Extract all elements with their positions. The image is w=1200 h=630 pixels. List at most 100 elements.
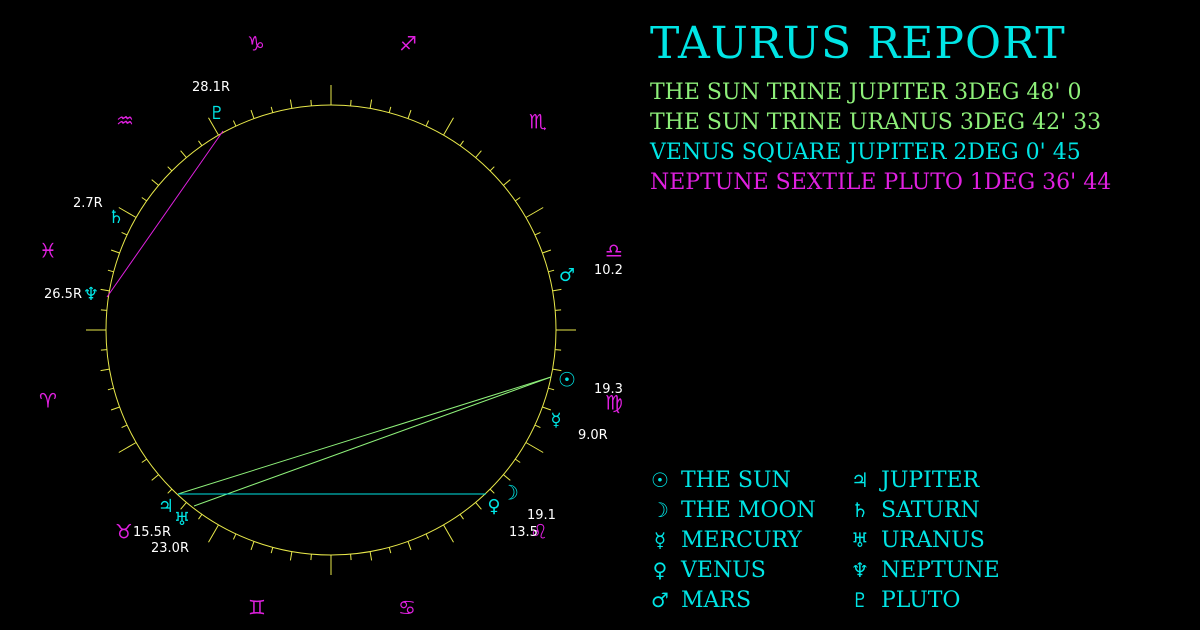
minor-degree-tick: [475, 502, 482, 510]
minor-degree-tick: [407, 541, 412, 551]
minor-degree-tick: [232, 533, 237, 540]
minor-degree-tick: [270, 547, 274, 554]
degree-ticks: [86, 85, 576, 575]
minor-degree-tick: [369, 99, 373, 109]
aspect-line-sun-uranus: [193, 376, 552, 507]
legend-label: MERCURY: [681, 528, 802, 553]
minor-degree-tick: [548, 387, 555, 391]
minor-degree-tick: [534, 231, 541, 236]
capricorn-sign-icon: ♑: [247, 32, 265, 56]
aspect-item: NEPTUNE SEXTILE PLUTO 1DEG 36' 44: [650, 170, 1112, 195]
minor-degree-tick: [198, 514, 203, 520]
minor-degree-tick: [515, 458, 521, 463]
minor-degree-tick: [110, 249, 120, 254]
major-degree-tick: [525, 442, 544, 453]
legend-label: PLUTO: [881, 588, 961, 613]
sun-icon: ☉: [558, 368, 576, 392]
taurus-sign-icon: ♉: [115, 520, 133, 544]
scorpio-sign-icon: ♏: [529, 110, 547, 134]
report-title: TAURUS REPORT: [650, 18, 1066, 69]
saturn-icon: ♄: [851, 498, 869, 522]
chart-ring: [105, 104, 557, 556]
minor-degree-tick: [167, 488, 173, 494]
legend-label: SATURN: [881, 498, 980, 523]
minor-degree-tick: [555, 349, 562, 351]
minor-degree-tick: [151, 474, 159, 481]
legend-label: VENUS: [681, 558, 766, 583]
venus-degree-label: 13.5: [509, 525, 538, 540]
minor-degree-tick: [388, 106, 392, 113]
minor-degree-tick: [425, 120, 430, 127]
minor-degree-tick: [270, 106, 274, 113]
pluto-degree-label: 28.1R: [192, 80, 230, 95]
natal-chart-wheel: ♍ ♎ ♏ ♐ ♑ ♒ ♓ ♈ ♉ ♊ ♋ ♌ ☉ ☿ ♂ ♇ ♄ ♆ ♃ ♅ …: [39, 32, 623, 620]
minor-degree-tick: [552, 288, 562, 292]
neptune-icon: ♆: [851, 558, 869, 582]
minor-degree-tick: [167, 166, 173, 172]
legend-label: NEPTUNE: [881, 558, 1000, 583]
major-degree-tick: [118, 207, 137, 218]
uranus-icon: ♅: [174, 509, 190, 530]
minor-degree-tick: [350, 554, 352, 561]
minor-degree-tick: [515, 197, 521, 202]
minor-degree-tick: [110, 406, 120, 411]
venus-icon: ♀: [652, 558, 668, 582]
aspect-item: THE SUN TRINE JUPITER 3DEG 48' 0: [650, 80, 1082, 105]
minor-degree-tick: [548, 269, 555, 273]
aspect-line-sun-jupiter: [177, 376, 552, 495]
aspect-item: VENUS SQUARE JUPITER 2DEG 0' 45: [650, 140, 1081, 165]
aspect-line-neptune-pluto: [106, 130, 224, 298]
minor-degree-tick: [503, 179, 511, 186]
mars-icon: ♂: [559, 265, 575, 286]
aries-sign-icon: ♈: [39, 389, 57, 413]
mercury-icon: ☿: [653, 528, 667, 552]
aquarius-sign-icon: ♒: [116, 109, 134, 133]
minor-degree-tick: [542, 406, 552, 411]
saturn-degree-label: 2.7R: [73, 196, 103, 211]
aspect-item: THE SUN TRINE URANUS 3DEG 42' 33: [650, 110, 1102, 135]
mars-degree-label: 10.2: [594, 263, 623, 278]
minor-degree-tick: [100, 309, 107, 311]
minor-degree-tick: [555, 309, 562, 311]
minor-degree-tick: [107, 387, 114, 391]
neptune-degree-label: 26.5R: [44, 287, 82, 302]
minor-degree-tick: [250, 541, 255, 551]
minor-degree-tick: [542, 249, 552, 254]
minor-degree-tick: [310, 99, 312, 106]
minor-degree-tick: [459, 514, 464, 520]
gemini-sign-icon: ♊: [248, 596, 266, 620]
pluto-icon: ♇: [851, 588, 869, 612]
minor-degree-tick: [141, 458, 147, 463]
minor-degree-tick: [459, 140, 464, 146]
minor-degree-tick: [100, 288, 110, 292]
minor-degree-tick: [180, 502, 187, 510]
minor-degree-tick: [289, 551, 293, 561]
legend-label: THE MOON: [681, 498, 816, 523]
minor-degree-tick: [534, 424, 541, 429]
minor-degree-tick: [350, 99, 352, 106]
minor-degree-tick: [121, 231, 128, 236]
mercury-icon: ☿: [550, 410, 561, 431]
minor-degree-tick: [503, 474, 511, 481]
jupiter-icon: ♃: [158, 496, 174, 517]
aspect-lines: [106, 130, 552, 507]
minor-degree-tick: [369, 551, 373, 561]
cancer-sign-icon: ♋: [398, 596, 416, 620]
minor-degree-tick: [310, 554, 312, 561]
legend-label: URANUS: [881, 528, 985, 553]
moon-icon: ☽: [651, 498, 669, 522]
minor-degree-tick: [141, 197, 147, 202]
moon-degree-label: 19.1: [527, 508, 556, 523]
minor-degree-tick: [407, 109, 412, 119]
pluto-icon: ♇: [209, 103, 225, 124]
minor-degree-tick: [100, 349, 107, 351]
mercury-degree-label: 9.0R: [578, 428, 608, 443]
minor-degree-tick: [475, 150, 482, 158]
aspect-list: THE SUN TRINE JUPITER 3DEG 48' 0 THE SUN…: [650, 78, 1111, 198]
minor-degree-tick: [289, 99, 293, 109]
major-degree-tick: [443, 117, 454, 136]
minor-degree-tick: [121, 424, 128, 429]
minor-degree-tick: [151, 179, 159, 186]
jupiter-degree-label: 15.5R: [133, 525, 171, 540]
neptune-icon: ♆: [83, 284, 99, 305]
